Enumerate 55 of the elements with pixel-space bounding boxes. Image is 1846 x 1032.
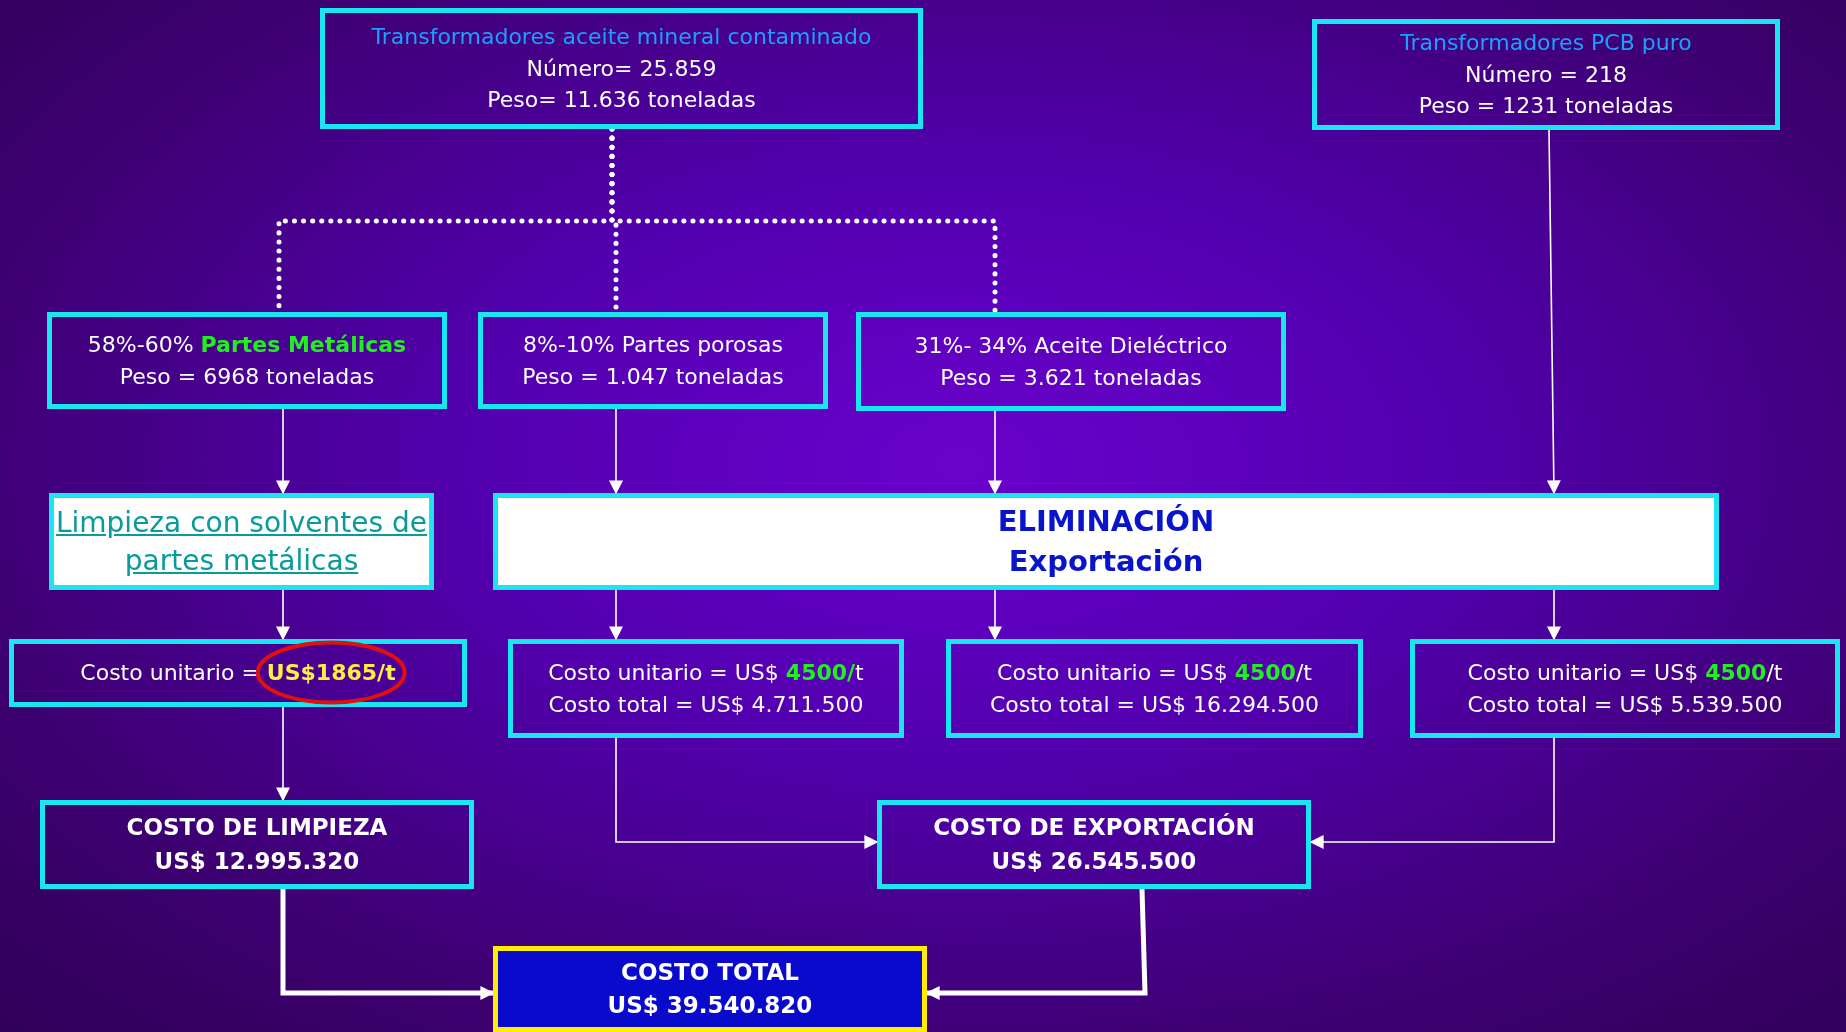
info-box [856, 312, 1286, 411]
node-text: Número = 218 [1465, 60, 1627, 89]
node-text: Costo total = US$ 16.294.500 [989, 690, 1320, 719]
node-heading: Transformadores aceite mineral contaminado [371, 22, 872, 51]
node-text: Peso = 3.621 toneladas [940, 363, 1202, 392]
total-box [877, 800, 1311, 889]
node-heading: Costo unitario = US$ 4500/t [997, 658, 1312, 687]
arrow [1309, 737, 1555, 849]
node-text: US$ 39.540.820 [607, 991, 813, 1020]
node-text: Costo total = US$ 5.539.500 [1467, 690, 1783, 719]
dotted-connector [609, 126, 998, 315]
info-box [508, 639, 904, 738]
info-box [946, 639, 1363, 738]
arrow [280, 889, 495, 1000]
process-box [49, 493, 434, 590]
node-text: Costo total = US$ 4.711.500 [548, 690, 864, 719]
node-heading: ELIMINACIÓN [997, 503, 1215, 541]
arrow [609, 589, 623, 641]
node-heading: Transformadores PCB puro [1400, 28, 1692, 57]
node-text: Peso = 6968 toneladas [119, 362, 375, 391]
info-box [47, 312, 447, 409]
node-text: US$ 12.995.320 [154, 846, 360, 876]
info-box [478, 312, 828, 409]
info-box [320, 8, 923, 129]
info-box [9, 639, 467, 707]
arrow [988, 589, 1002, 641]
arrow [988, 410, 1002, 495]
node-text: Número= 25.859 [526, 54, 717, 83]
node-heading: COSTO DE EXPORTACIÓN [933, 812, 1255, 843]
process-box [493, 493, 1719, 590]
node-heading: 8%-10% Partes porosas [523, 330, 783, 359]
node-heading: Costo unitario = US$ 4500/t [548, 658, 864, 687]
node-text: US$ 26.545.500 [991, 846, 1197, 876]
node-heading: Costo unitario = US$ 4500/t [1467, 658, 1783, 687]
node-text: Peso = 1.047 toneladas [522, 362, 784, 391]
node-heading: COSTO TOTAL [621, 957, 799, 987]
node-text: Peso = 1231 toneladas [1418, 92, 1674, 121]
arrow [925, 888, 1148, 1000]
node-text: Peso= 11.636 toneladas [487, 86, 756, 115]
node-heading: 31%- 34% Aceite Dieléctrico [914, 331, 1228, 360]
node-heading: COSTO DE LIMPIEZA [126, 813, 388, 843]
arrow [1547, 589, 1561, 641]
arrow [615, 737, 879, 849]
node-text: Exportación [1008, 542, 1204, 580]
arrow [276, 408, 290, 495]
info-box [1410, 639, 1840, 738]
arrow [276, 706, 290, 802]
info-box [1312, 19, 1780, 130]
arrow [1546, 129, 1561, 495]
arrow [276, 589, 290, 641]
node-heading: 58%-60% Partes Metálicas [87, 330, 407, 359]
node-heading: Limpieza con solventes de partes metálicas [54, 504, 429, 579]
total-box [40, 800, 474, 889]
total-box [493, 946, 927, 1032]
arrow [609, 408, 623, 495]
